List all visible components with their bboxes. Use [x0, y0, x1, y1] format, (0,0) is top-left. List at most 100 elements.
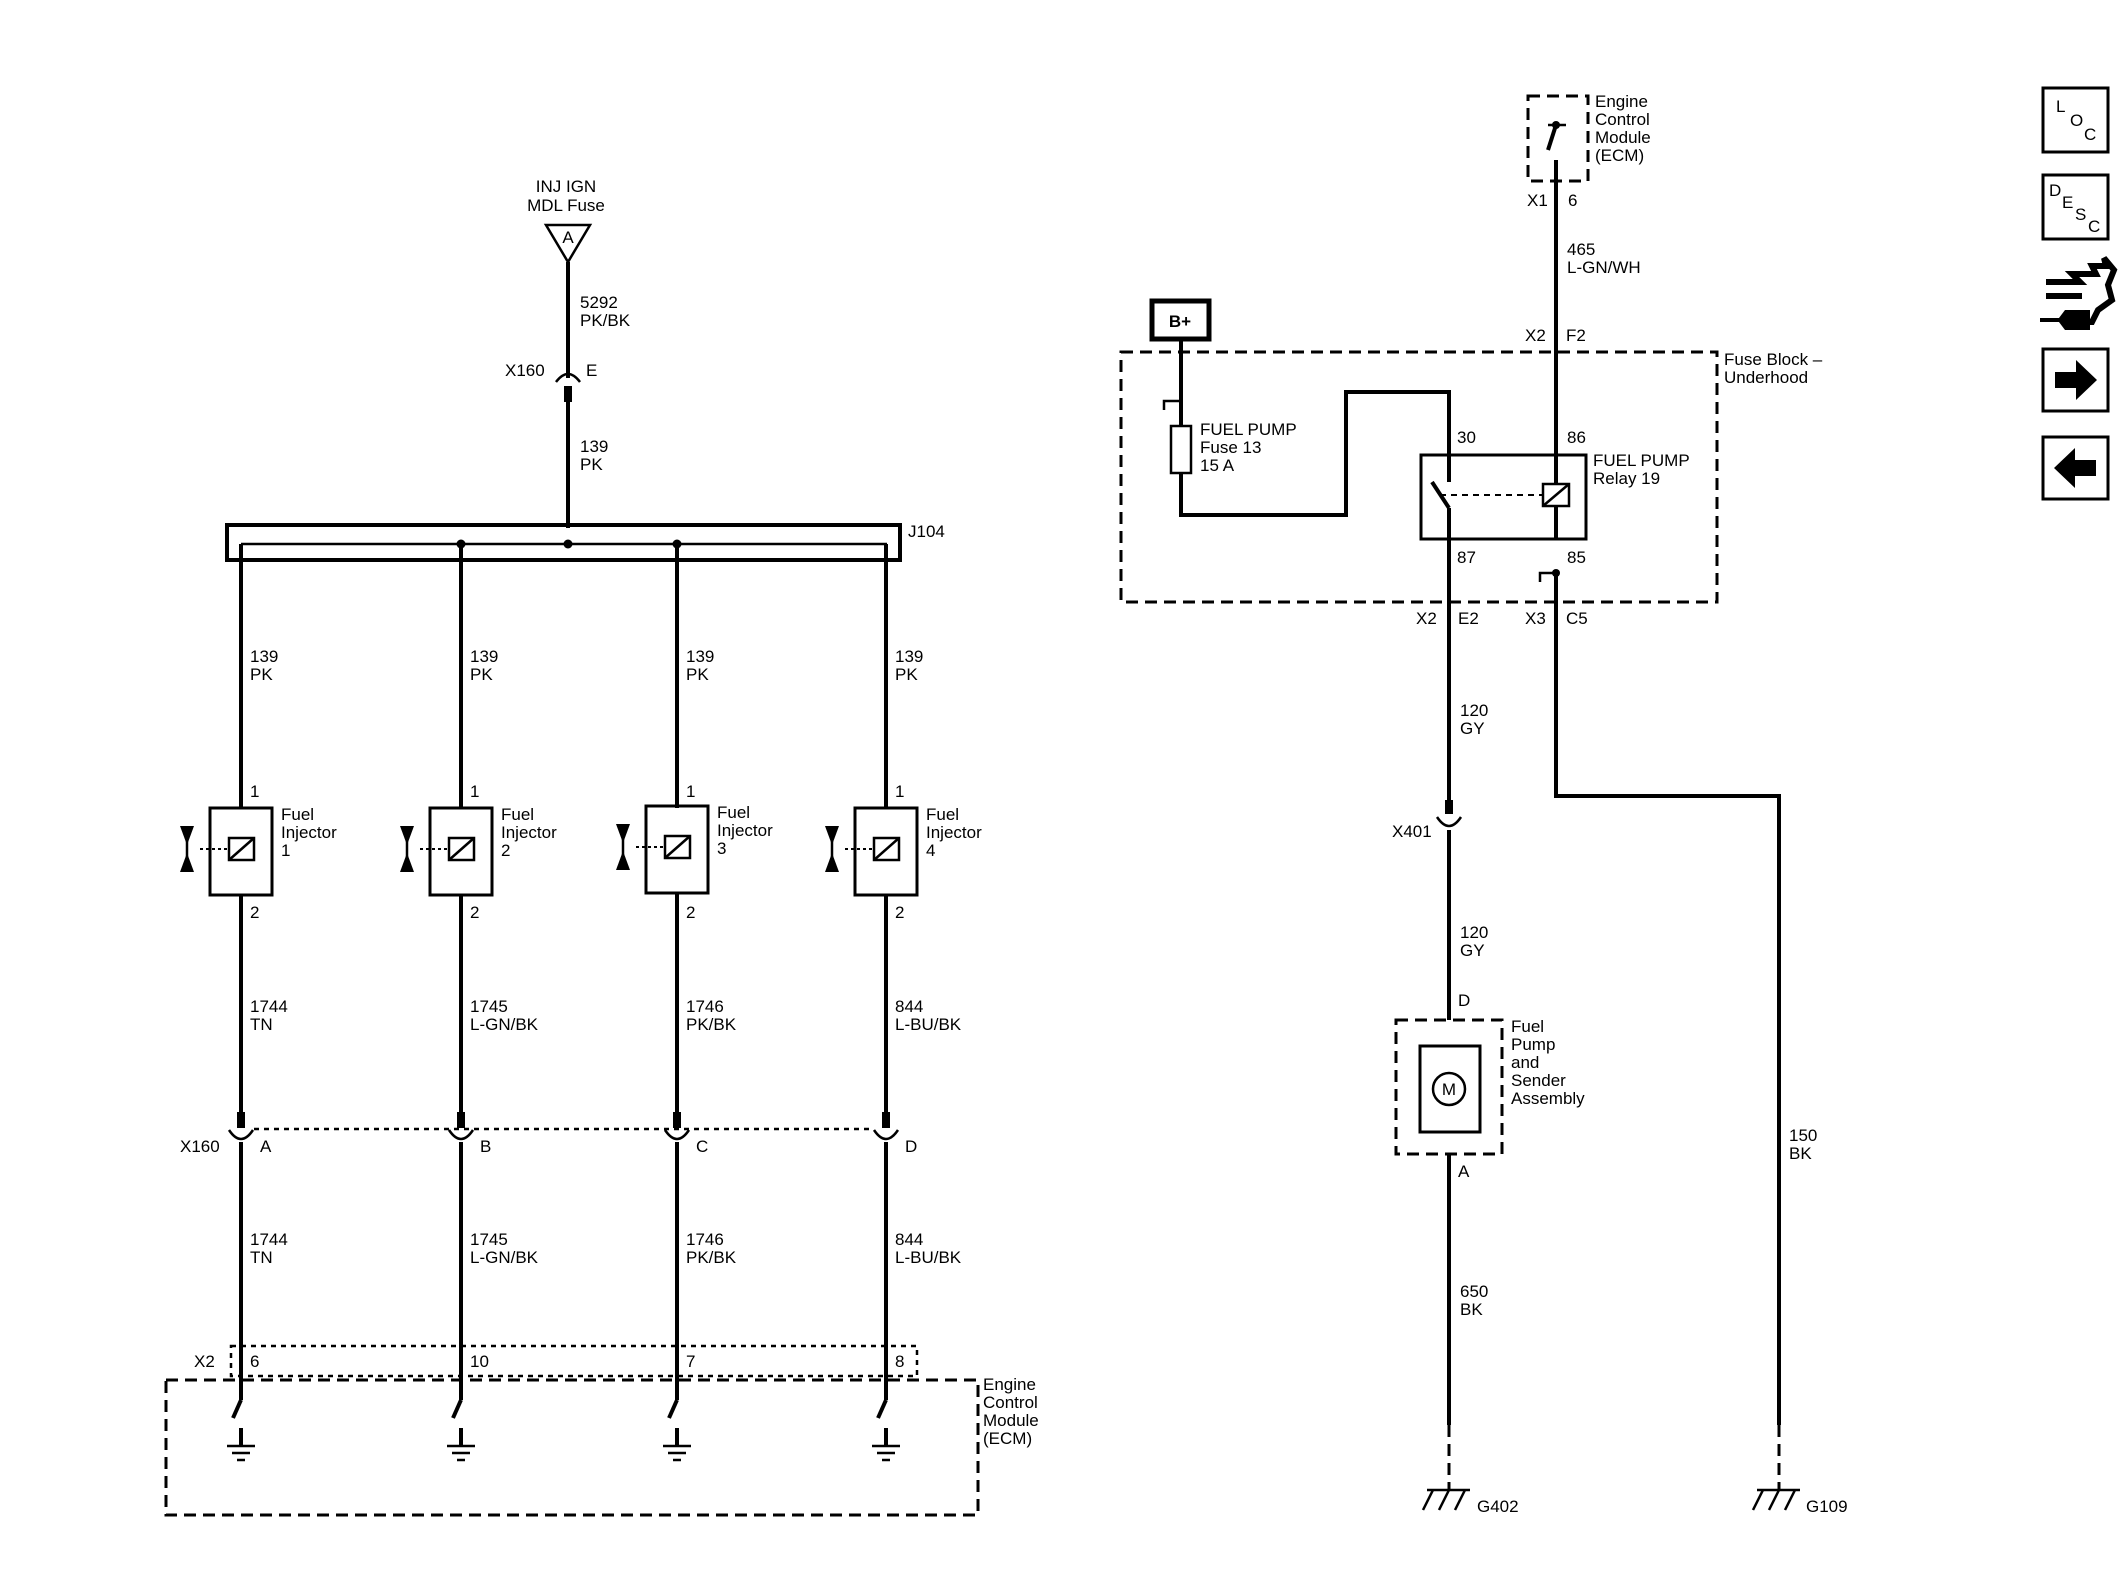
pump-label-4: Sender: [1511, 1071, 1566, 1090]
fuse-block-pin-e2: E2: [1458, 609, 1479, 628]
inj3-ctrl-num: 1746: [686, 997, 724, 1016]
next-arrow-icon[interactable]: [2041, 347, 2110, 413]
splice-pack-j104: J104: [225, 522, 945, 562]
connector-pin: [564, 386, 572, 402]
previous-arrow-icon[interactable]: [2041, 435, 2110, 501]
inj4-ctrl-num: 844: [895, 997, 923, 1016]
ecm-top-label-4: (ECM): [1595, 146, 1644, 165]
fuse-block-pin-f2: F2: [1566, 326, 1586, 345]
wire-465-color: L-GN/WH: [1567, 258, 1641, 277]
pump-label-3: and: [1511, 1053, 1539, 1072]
inj4-label-2: Injector: [926, 823, 982, 842]
inj4-ecm-pin: 8: [895, 1352, 904, 1371]
svg-text:C: C: [2088, 217, 2100, 236]
fuse-pin: A: [562, 228, 574, 247]
relay-label-2: Relay 19: [1593, 469, 1660, 488]
inj2-pin-bot: 2: [470, 903, 479, 922]
inj2-feed-color: PK: [470, 665, 493, 684]
inj-fuse-label-1: INJ IGN: [536, 177, 596, 196]
fuse-block-pin-c5: C5: [1566, 609, 1588, 628]
inj1-feed-color: PK: [250, 665, 273, 684]
inj4-x160-pin: D: [905, 1137, 917, 1156]
ecm-left-conn: X2: [194, 1352, 215, 1371]
inj4-ctrl-color: L-BU/BK: [895, 1015, 962, 1034]
ecm-left-label-3: Module: [983, 1411, 1039, 1430]
inj1-ecm-num: 1744: [250, 1230, 288, 1249]
inj3-feed-num: 139: [686, 647, 714, 666]
svg-text:S: S: [2075, 205, 2086, 224]
pump-motor-label: M: [1442, 1080, 1456, 1099]
inj4-feed-color: PK: [895, 665, 918, 684]
inj1-ecm-color: TN: [250, 1248, 273, 1267]
relay-pin-30: 30: [1457, 428, 1476, 447]
x160-bottom-name: X160: [180, 1137, 220, 1156]
fuse-triangle: [543, 223, 593, 265]
fuel-pump-relay: [1419, 453, 1588, 541]
fuse-block-label-1: Fuse Block –: [1724, 350, 1823, 369]
svg-text:E: E: [2062, 193, 2073, 212]
fuel-fuse-element: [1169, 424, 1193, 475]
inj2-label-3: 2: [501, 841, 510, 860]
splice-name: J104: [908, 522, 945, 541]
ecm-x2-connector: [229, 1344, 919, 1378]
inj4-ecm-num: 844: [895, 1230, 923, 1249]
fuel-fuse-label-1: FUEL PUMP: [1200, 420, 1297, 439]
description-icon[interactable]: D E S C: [2041, 173, 2110, 241]
wire-150-num: 150: [1789, 1126, 1817, 1145]
svg-text:L: L: [2056, 97, 2065, 116]
relay-pin-87: 87: [1457, 548, 1476, 567]
fuel-fuse-label-2: Fuse 13: [1200, 438, 1261, 457]
inj4-ecm-color: L-BU/BK: [895, 1248, 962, 1267]
x160-top-pin: E: [586, 361, 597, 380]
svg-text:C: C: [2084, 125, 2096, 144]
wire-139-num: 139: [580, 437, 608, 456]
svg-text:O: O: [2070, 111, 2083, 130]
x401-name: X401: [1392, 822, 1432, 841]
ecm-left-label-4: (ECM): [983, 1429, 1032, 1448]
relay-pin-85: 85: [1567, 548, 1586, 567]
wire-650-color: BK: [1460, 1300, 1483, 1319]
wire-120b-num: 120: [1460, 923, 1488, 942]
ground-g109: G109: [1806, 1497, 1848, 1516]
inj1-label-3: 1: [281, 841, 290, 860]
inj1-x160-pin: A: [260, 1137, 272, 1156]
connector-tools-icon[interactable]: [2040, 256, 2118, 330]
wire-139-color: PK: [580, 455, 603, 474]
wire-150-color: BK: [1789, 1144, 1812, 1163]
inj3-pin-bot: 2: [686, 903, 695, 922]
location-icon[interactable]: L O C: [2041, 86, 2110, 154]
fuse-block-conn-x2: X2: [1525, 326, 1546, 345]
x160-top-name: X160: [505, 361, 545, 380]
inj1-pin-bot: 2: [250, 903, 259, 922]
ecm-top-pin: 6: [1568, 191, 1577, 210]
ecm-left-label-2: Control: [983, 1393, 1038, 1412]
inj3-ecm-color: PK/BK: [686, 1248, 737, 1267]
inj3-feed-color: PK: [686, 665, 709, 684]
pump-label-1: Fuel: [1511, 1017, 1544, 1036]
pump-label-5: Assembly: [1511, 1089, 1585, 1108]
relay-pin-86: 86: [1567, 428, 1586, 447]
wire-650-num: 650: [1460, 1282, 1488, 1301]
inj1-ctrl-color: TN: [250, 1015, 273, 1034]
inj2-ecm-num: 1745: [470, 1230, 508, 1249]
inj4-pin-bot: 2: [895, 903, 904, 922]
ecm-left-box: [164, 1378, 980, 1517]
inj3-label-1: Fuel: [717, 803, 750, 822]
svg-text:D: D: [2049, 181, 2061, 200]
inj1-pin-top: 1: [250, 782, 259, 801]
fuse-block-conn-x3: X3: [1525, 609, 1546, 628]
injector-4-circuit: 139 PK 1 Fuel Injector 4 2 844 L-BU/BK D…: [825, 544, 982, 1462]
inj3-pin-top: 1: [686, 782, 695, 801]
ecm-top-label-2: Control: [1595, 110, 1650, 129]
inj3-label-2: Injector: [717, 821, 773, 840]
pump-label-2: Pump: [1511, 1035, 1555, 1054]
inj1-ctrl-num: 1744: [250, 997, 288, 1016]
fuse-block-box: [1119, 350, 1719, 604]
inj1-label-2: Injector: [281, 823, 337, 842]
injector-2-circuit: 139 PK 1 Fuel Injector 2 2 1745 L-GN/BK …: [400, 544, 557, 1462]
wire-5292-num: 5292: [580, 293, 618, 312]
inj1-feed-num: 139: [250, 647, 278, 666]
fuel-pump-circuit: 120 GY X401 120 GY D M Fuel Pump and Sen…: [1392, 539, 1585, 1516]
inj2-label-2: Injector: [501, 823, 557, 842]
